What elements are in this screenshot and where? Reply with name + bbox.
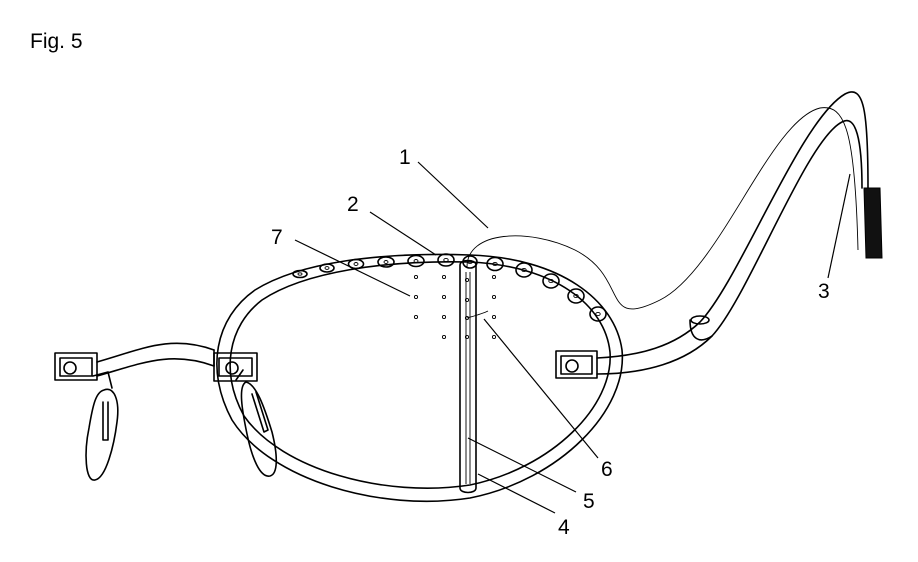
left-temple-arm xyxy=(54,342,215,381)
rim-element-row xyxy=(292,253,607,322)
leader-lines xyxy=(294,161,851,514)
ref-2: 2 xyxy=(347,193,359,216)
temple-tip xyxy=(863,187,883,259)
right-hinge-block xyxy=(555,350,598,379)
right-temple-arm xyxy=(596,91,883,375)
figure-title: Fig. 5 xyxy=(30,30,83,53)
ref-5: 5 xyxy=(583,490,595,513)
cable-1 xyxy=(466,107,859,310)
ref-4: 4 xyxy=(558,516,570,539)
nose-pads xyxy=(85,369,278,481)
lens-rim xyxy=(216,253,624,503)
ref-6: 6 xyxy=(601,458,613,481)
ref-1: 1 xyxy=(399,146,411,169)
lens-dot-matrix xyxy=(413,274,497,340)
ref-3: 3 xyxy=(818,280,830,303)
vertical-strip xyxy=(459,259,489,494)
ref-7: 7 xyxy=(271,226,283,249)
left-hinge-block xyxy=(213,352,258,382)
